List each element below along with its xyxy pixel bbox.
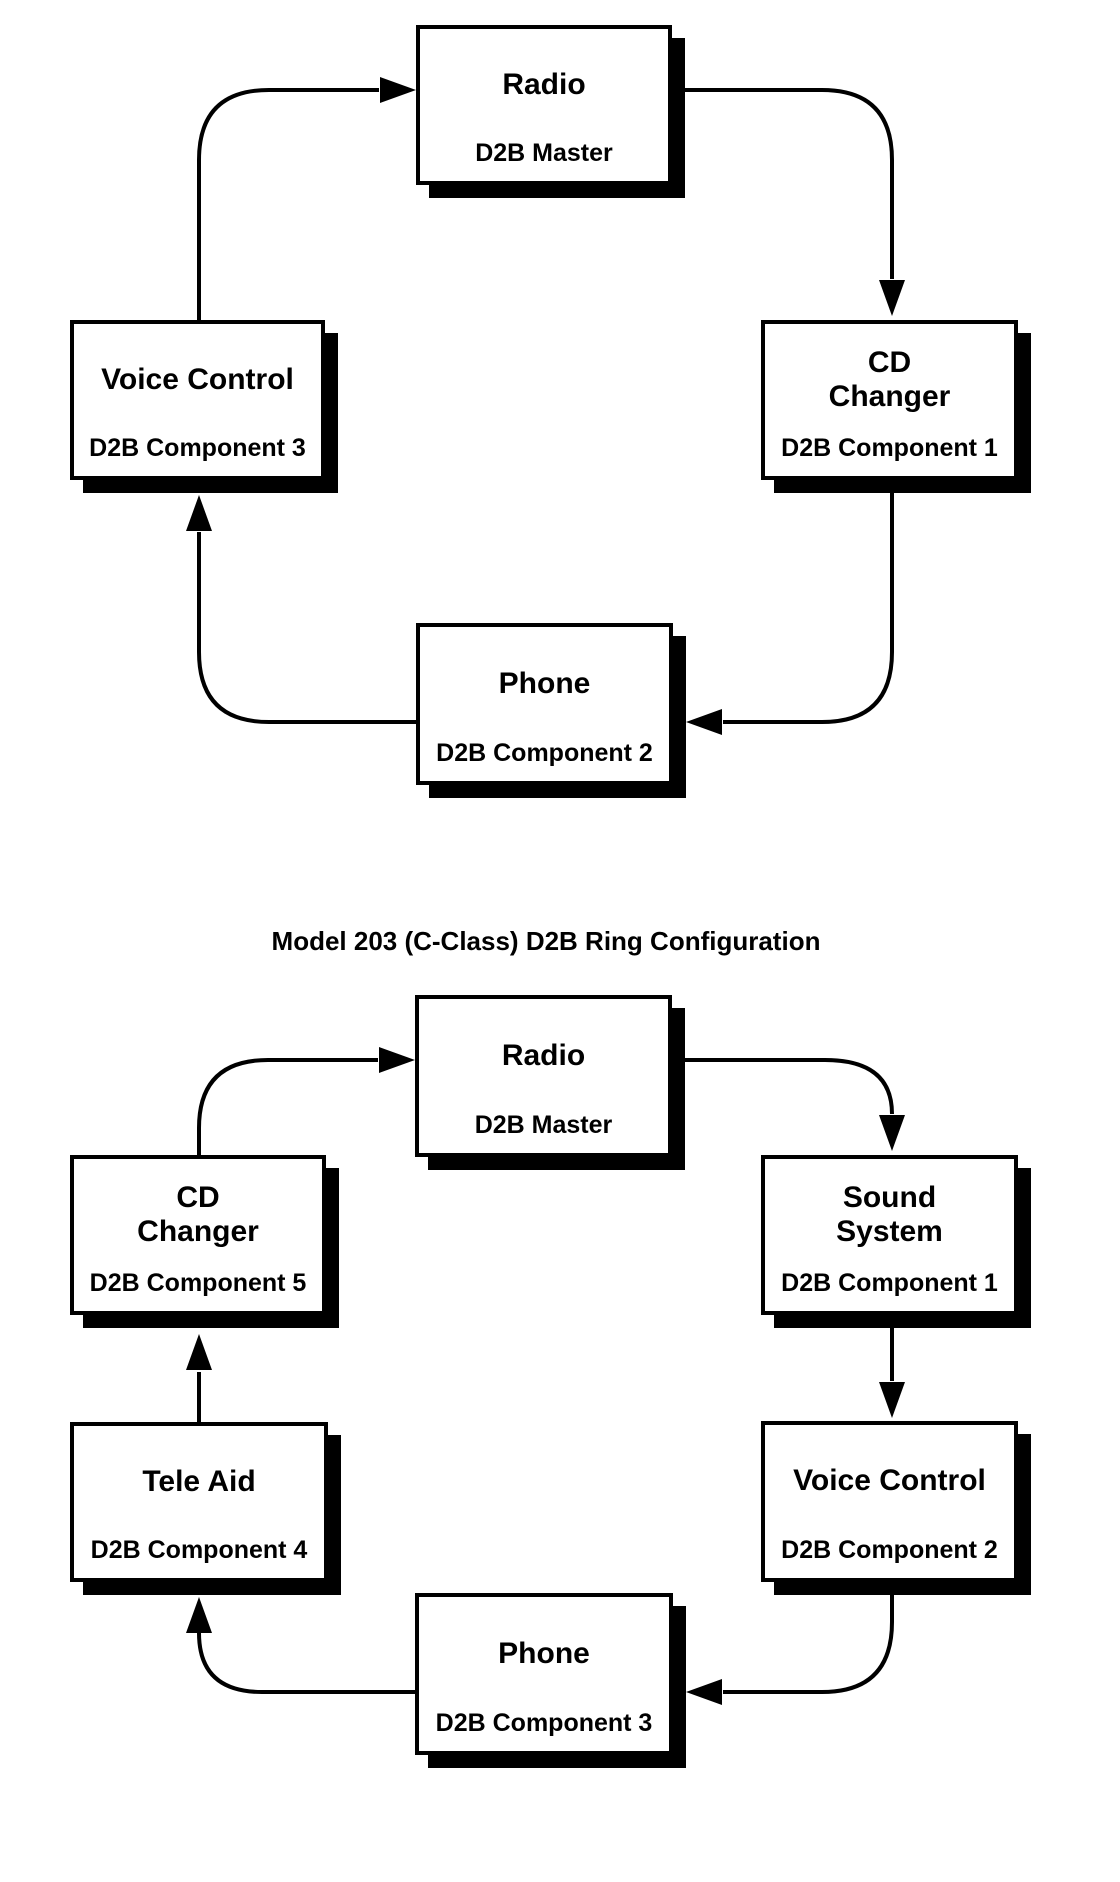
arrow-radio-to-cd-changer: [672, 88, 905, 316]
arrow-sound-system-to-voice-control: [879, 1313, 905, 1418]
node-tele-aid: Tele Aid D2B Component 4: [70, 1422, 328, 1582]
node-title: Radio: [501, 1038, 586, 1072]
node-title: Sound System: [836, 1180, 943, 1248]
node-subtitle: D2B Component 1: [781, 434, 998, 462]
node-sound-system: Sound System D2B Component 1: [761, 1155, 1018, 1315]
arrow-tele-aid-to-cd-changer: [186, 1334, 212, 1424]
node-subtitle: D2B Component 4: [90, 1536, 308, 1564]
arrow-phone-to-voice-control: [186, 495, 416, 724]
arrow-cd-changer-to-radio-2: [197, 1047, 415, 1157]
node-title: Voice Control: [101, 362, 294, 396]
arrow-cd-changer-to-phone: [686, 478, 894, 735]
node-phone-2: Phone D2B Component 3: [415, 1593, 673, 1755]
node-subtitle: D2B Component 1: [781, 1269, 998, 1297]
node-subtitle: D2B Component 3: [435, 1709, 653, 1737]
node-cd-changer: CD Changer D2B Component 1: [761, 320, 1018, 480]
node-title: Tele Aid: [142, 1464, 256, 1498]
node-title: Voice Control: [793, 1464, 986, 1497]
node-cd-changer-2: CD Changer D2B Component 5: [70, 1155, 326, 1315]
node-subtitle: D2B Component 2: [436, 739, 653, 767]
node-subtitle: D2B Component 3: [89, 434, 306, 462]
arrow-phone-to-tele-aid: [186, 1597, 415, 1694]
node-radio: Radio D2B Master: [416, 25, 672, 185]
node-radio-2: Radio D2B Master: [415, 995, 672, 1157]
node-subtitle: D2B Component 5: [89, 1269, 307, 1297]
node-title: CD Changer: [137, 1180, 259, 1248]
node-phone: Phone D2B Component 2: [416, 623, 673, 785]
node-subtitle: D2B Master: [474, 1111, 613, 1139]
arrow-voice-control-to-phone-2: [686, 1580, 894, 1705]
node-title: Phone: [498, 1636, 590, 1670]
section-title: Model 203 (C-Class) D2B Ring Configurati…: [271, 926, 821, 956]
node-title: Phone: [498, 666, 591, 700]
node-subtitle: D2B Component 2: [781, 1536, 998, 1564]
node-subtitle: D2B Master: [475, 139, 613, 167]
node-title: Radio: [502, 67, 586, 101]
node-title: CD Changer: [828, 345, 951, 413]
arrow-voice-control-to-radio: [197, 77, 416, 322]
node-voice-control: Voice Control D2B Component 3: [70, 320, 325, 480]
arrow-radio-to-sound-system: [672, 1058, 905, 1151]
node-voice-control-2: Voice Control D2B Component 2: [761, 1421, 1018, 1582]
